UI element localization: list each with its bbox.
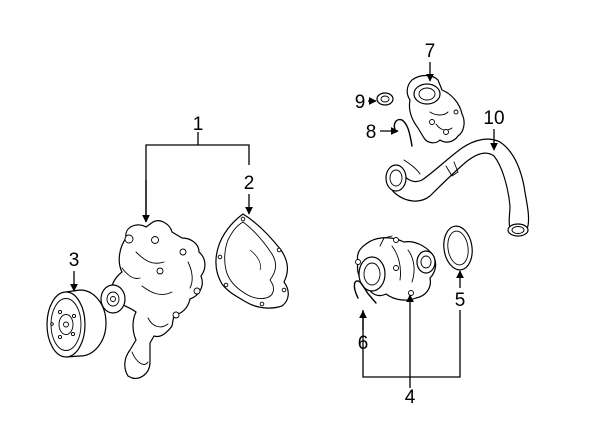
seal-clip: [393, 118, 413, 147]
callout-8: 8: [366, 122, 377, 143]
callout-4: 4: [405, 387, 416, 408]
water-pump: [100, 220, 206, 379]
leader-lines: [70, 62, 498, 388]
thermostat-housing: [355, 235, 437, 301]
callout-7: 7: [425, 41, 436, 62]
callout-5: 5: [455, 290, 466, 311]
callout-9: 9: [355, 92, 366, 113]
callout-1: 1: [193, 114, 204, 135]
clip: [353, 280, 377, 304]
callout-6: 6: [358, 333, 369, 354]
callout-10: 10: [483, 108, 504, 129]
pulley: [46, 289, 107, 358]
callout-3: 3: [69, 250, 80, 271]
outlet-housing: [406, 74, 465, 144]
o-ring: [443, 225, 473, 271]
callout-2: 2: [244, 173, 255, 194]
bypass-pipe: [385, 138, 530, 237]
pump-gasket: [215, 213, 289, 309]
plug: [376, 92, 394, 106]
callout-labels: 1 2 3 4 5 6 7 8 9 10: [69, 41, 505, 408]
